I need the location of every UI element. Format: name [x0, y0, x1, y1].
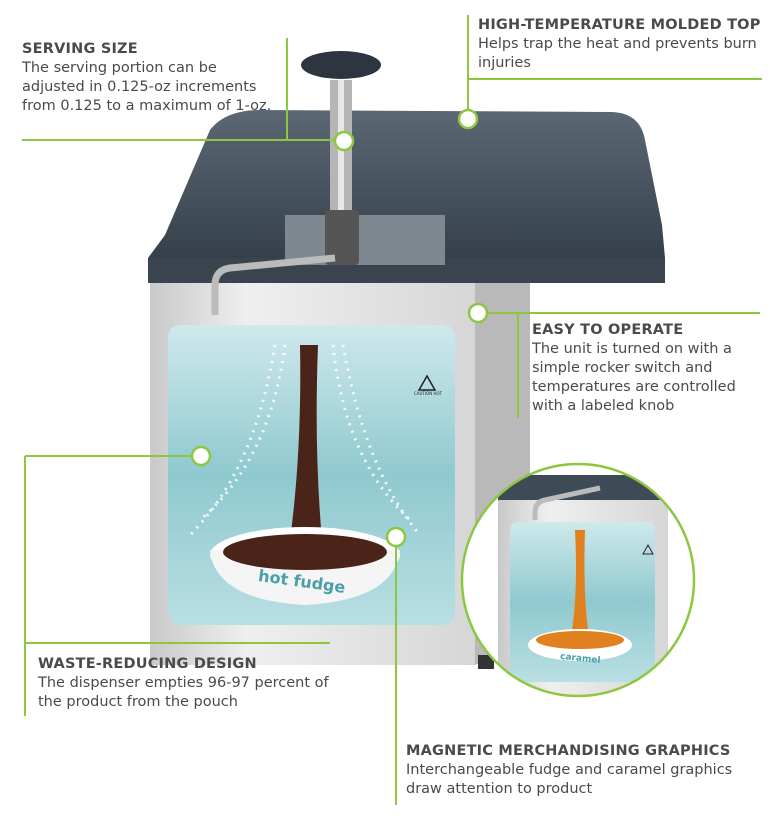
callout-title: HIGH-TEMPERATURE MOLDED TOP: [478, 17, 761, 33]
hotspot-dots: [190, 108, 489, 548]
fudge-stream: [290, 345, 322, 540]
callout-molded-top: HIGH-TEMPERATURE MOLDED TOP Helps trap t…: [478, 16, 763, 73]
callout-text: Helps trap the heat and prevents burn in…: [478, 36, 757, 71]
inset-caramel-view: [462, 464, 694, 696]
caution-icon: [417, 374, 437, 391]
fudge-pool: [223, 534, 387, 570]
leader-lines: [22, 15, 762, 805]
callout-title: EASY TO OPERATE: [532, 322, 684, 338]
callout-serving-size: SERVING SIZE The serving portion can be …: [22, 40, 272, 116]
callout-title: MAGNETIC MERCHANDISING GRAPHICS: [406, 743, 731, 759]
callout-title: WASTE-REDUCING DESIGN: [38, 656, 257, 672]
callout-text: The serving portion can be adjusted in 0…: [22, 60, 272, 114]
callout-title: SERVING SIZE: [22, 41, 138, 57]
callout-text: The unit is turned on with a simple rock…: [532, 341, 736, 414]
callout-text: Interchangeable fudge and caramel graphi…: [406, 762, 733, 797]
inset-ring: [460, 462, 696, 698]
molded-lid: [148, 110, 665, 280]
callout-easy-to-operate: EASY TO OPERATE The unit is turned on wi…: [532, 321, 767, 416]
pump-knob: [301, 51, 381, 79]
callout-text: The dispenser empties 96-97 percent of t…: [38, 675, 329, 710]
spout: [211, 254, 336, 315]
caution-label: CAUTION HOT: [413, 391, 443, 396]
callout-magnetic-graphics: MAGNETIC MERCHANDISING GRAPHICS Intercha…: [406, 742, 766, 799]
callout-waste-reducing: WASTE-REDUCING DESIGN The dispenser empt…: [38, 655, 338, 712]
